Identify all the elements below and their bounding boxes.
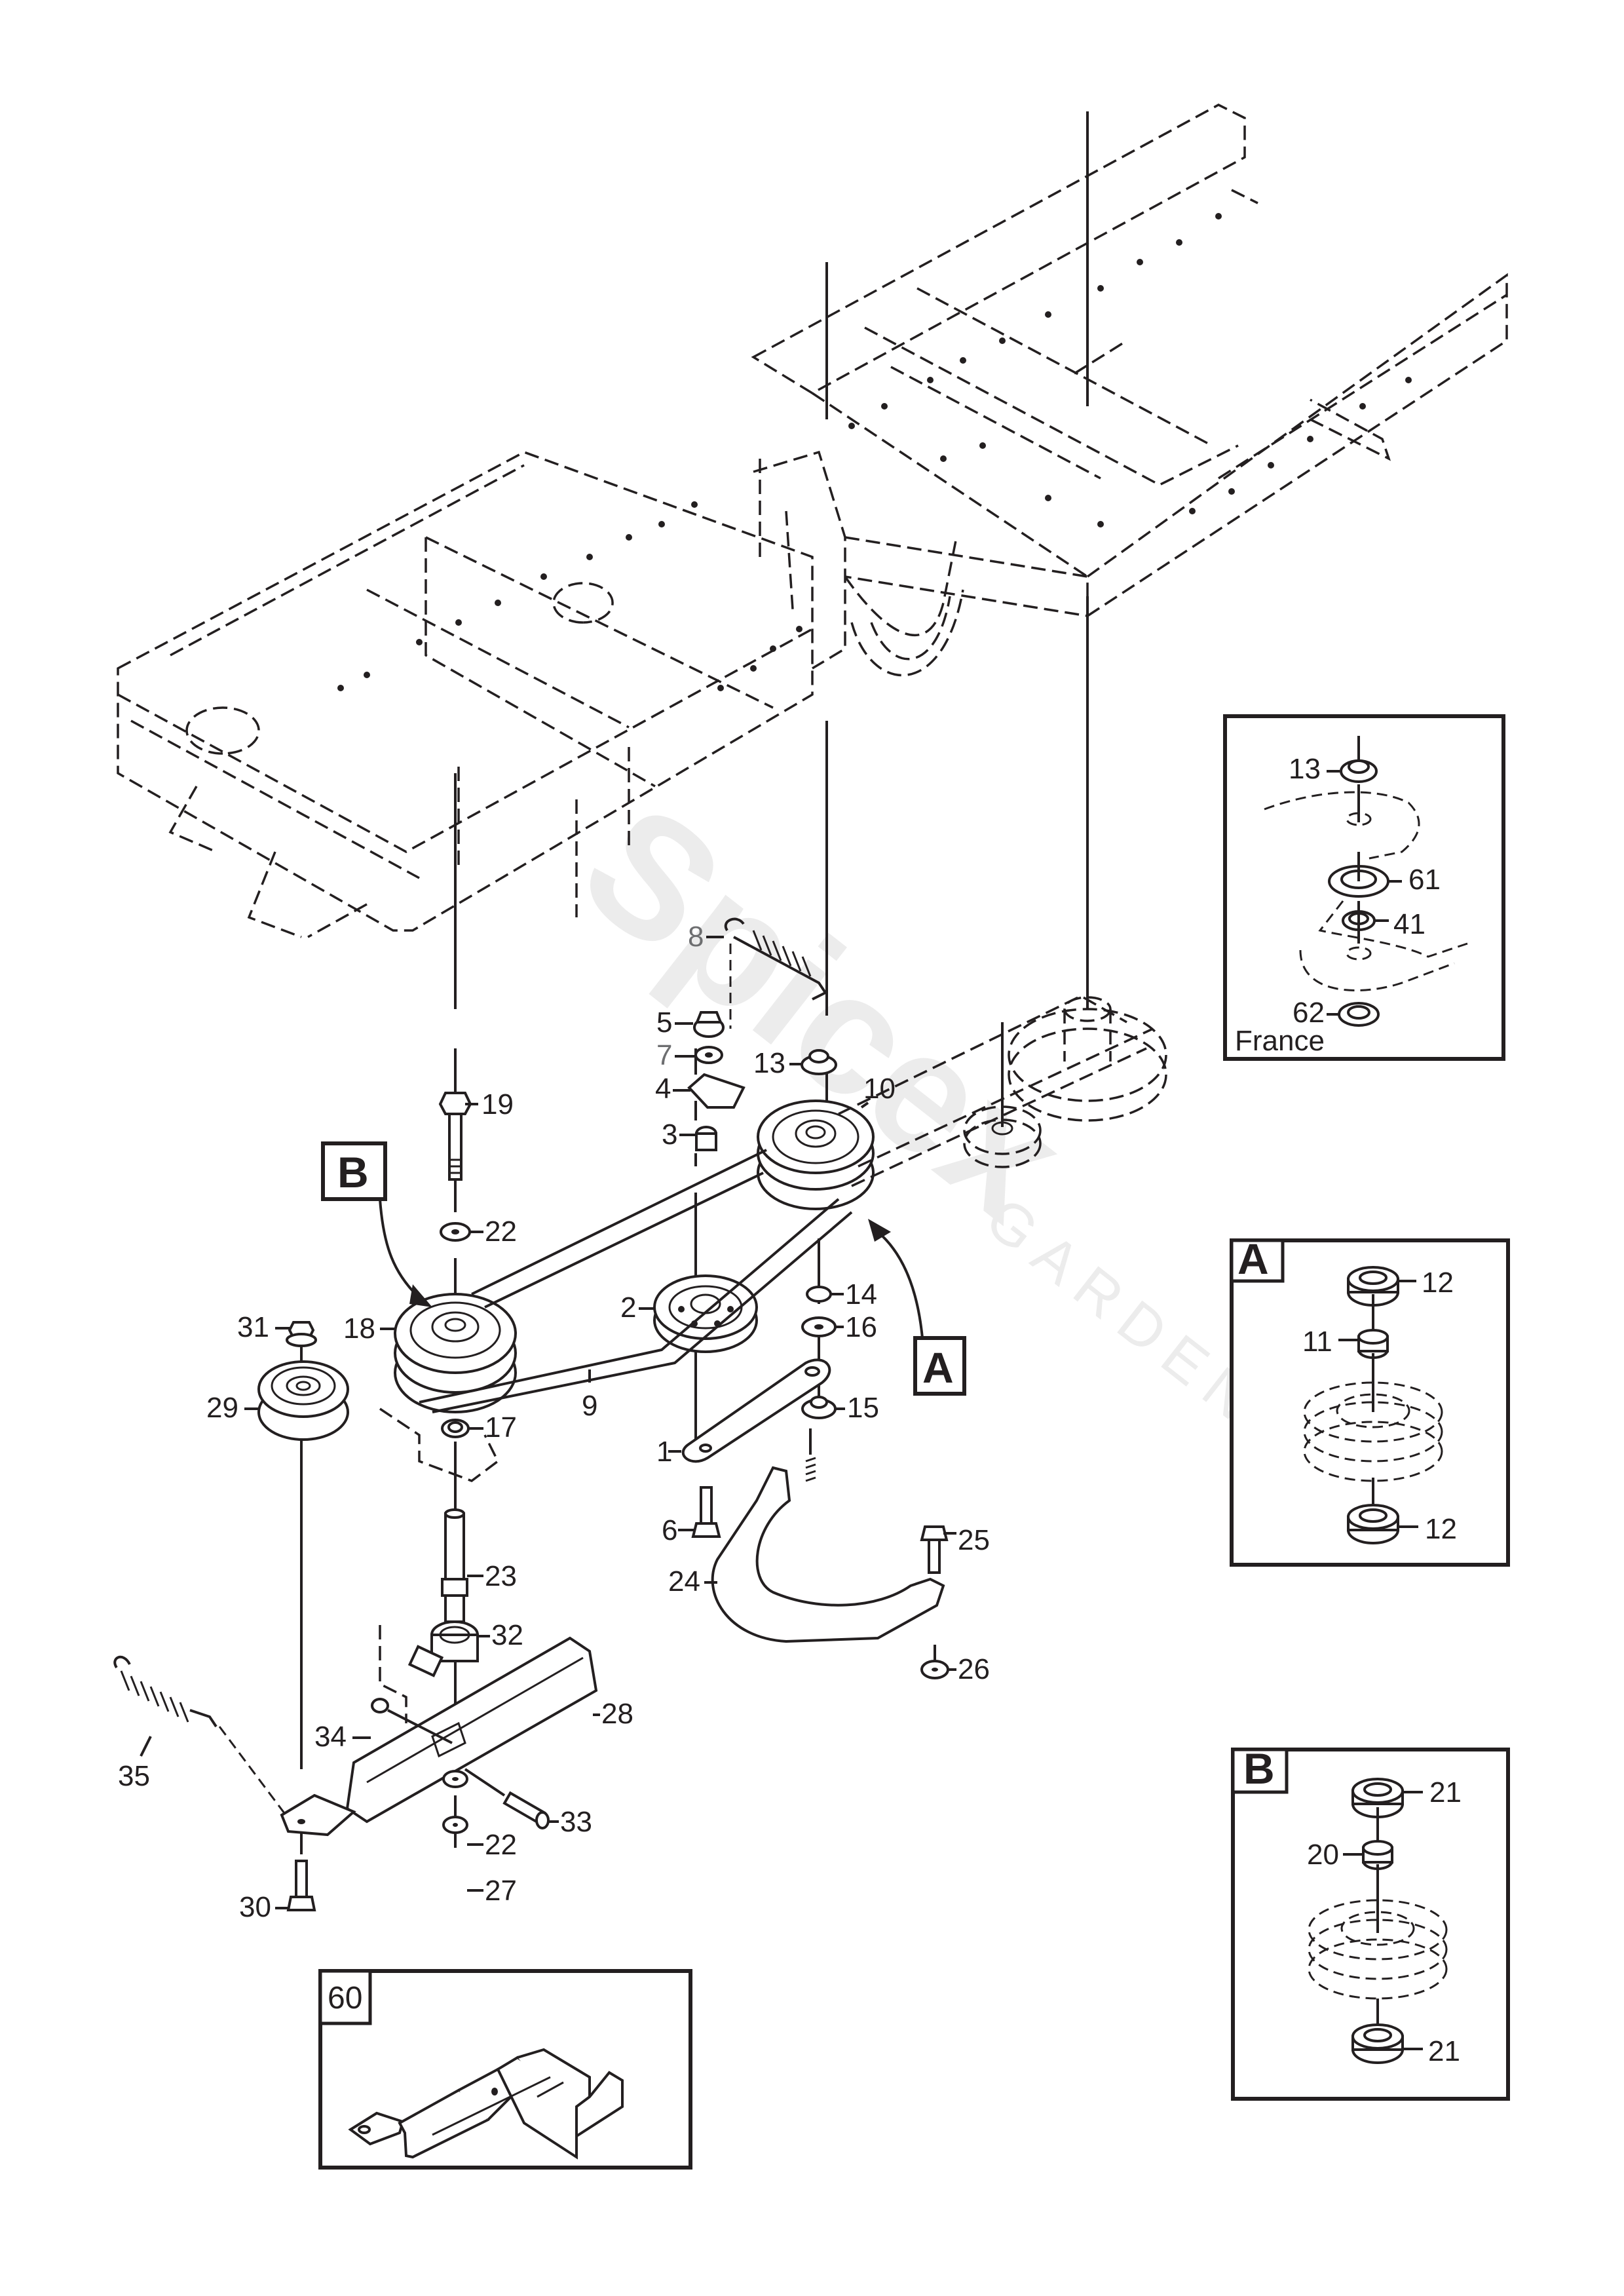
part-28-tension-arm — [113, 1636, 598, 1911]
france-label-41: 41 — [1393, 908, 1426, 940]
france-label-13: 13 — [1289, 753, 1321, 785]
detail-b-label-20: 20 — [1307, 1839, 1339, 1871]
label-26: 25 — [958, 1524, 990, 1556]
label-13: 13 — [753, 1047, 785, 1079]
label-6: 6 — [662, 1514, 677, 1546]
label-9: 9 — [582, 1390, 597, 1422]
hardware-stack-left — [687, 1011, 746, 1151]
detail-box-b: B 21 20 21 — [1231, 1744, 1510, 2101]
detail-b-label-21-top: 21 — [1429, 1776, 1462, 1808]
pivot-parts — [379, 1508, 479, 1723]
detail-box-60: 60 — [318, 1969, 692, 2170]
label-32: 32 — [491, 1619, 523, 1651]
label-35: 35 — [118, 1760, 150, 1792]
france-label-61: 61 — [1408, 864, 1441, 896]
label-18: 17 — [485, 1411, 517, 1444]
detail-a-label-11: 11 — [1302, 1326, 1332, 1358]
france-country-label: France — [1235, 1025, 1325, 1057]
label-4: 4 — [655, 1073, 671, 1105]
label-5: 5 — [656, 1006, 672, 1039]
frame-holes — [337, 213, 1412, 691]
label-22: 19 — [482, 1088, 514, 1120]
pulley-19-hardware — [379, 1092, 500, 1482]
label-24: 27 — [485, 1875, 517, 1907]
marker-a: A — [868, 1219, 966, 1396]
label-23-bottom: 22 — [485, 1829, 517, 1861]
label-10: 10 — [863, 1073, 896, 1105]
idler-arm-hardware — [681, 1286, 837, 1538]
detail-a-label-12-bottom: 12 — [1425, 1513, 1457, 1545]
label-16: 16 — [845, 1311, 877, 1343]
marker-b: B — [321, 1141, 432, 1307]
label-28: 28 — [601, 1698, 633, 1730]
label-29: 29 — [206, 1392, 238, 1424]
label-31: 31 — [237, 1311, 269, 1343]
part-8-tension-spring — [724, 917, 827, 1029]
label-19: 18 — [343, 1312, 375, 1345]
label-17: 23 — [485, 1560, 517, 1592]
detail-a-letter: A — [1237, 1234, 1269, 1283]
detail-b-label-21-bottom: 21 — [1428, 2035, 1460, 2067]
part-29-idler-pulley — [257, 1321, 349, 1441]
callout-labels: 8 5 7 4 3 13 10 19 22 2 14 16 31 18 29 9… — [118, 921, 990, 1923]
label-8: 8 — [688, 921, 704, 953]
label-34: 34 — [314, 1721, 347, 1753]
part-9-drive-belt — [419, 995, 1154, 1413]
label-2: 2 — [620, 1292, 636, 1324]
tractor-frame — [117, 104, 1508, 938]
label-30: 30 — [239, 1891, 271, 1923]
deck-pulleys-hidden — [963, 996, 1167, 1168]
france-label-62: 62 — [1293, 997, 1325, 1029]
label-23-top: 22 — [485, 1215, 517, 1248]
label-14: 14 — [845, 1278, 877, 1311]
detail-box-france: 13 61 41 62 France — [1223, 714, 1505, 1061]
label-15: 15 — [847, 1392, 879, 1424]
label-33: 33 — [560, 1806, 592, 1838]
detail-box-a: A 12 11 12 — [1230, 1234, 1510, 1567]
part-25-belt-guide — [711, 1466, 949, 1679]
label-3: 3 — [662, 1119, 677, 1151]
detail-60-number: 60 — [328, 1981, 362, 2016]
marker-a-letter: A — [922, 1343, 954, 1392]
watermark-sub: GARDEN — [973, 1185, 1275, 1441]
part-10-double-pulley — [757, 1100, 875, 1210]
part-2-idler-pulley — [653, 1274, 758, 1353]
label-7: 7 — [656, 1039, 672, 1071]
detail-b-letter: B — [1243, 1744, 1275, 1793]
marker-b-letter: B — [337, 1148, 369, 1196]
detail-a-label-12-top: 12 — [1422, 1267, 1454, 1299]
label-25: 24 — [668, 1565, 700, 1598]
label-27: 26 — [958, 1653, 990, 1685]
part-19-double-pulley — [394, 1293, 517, 1413]
